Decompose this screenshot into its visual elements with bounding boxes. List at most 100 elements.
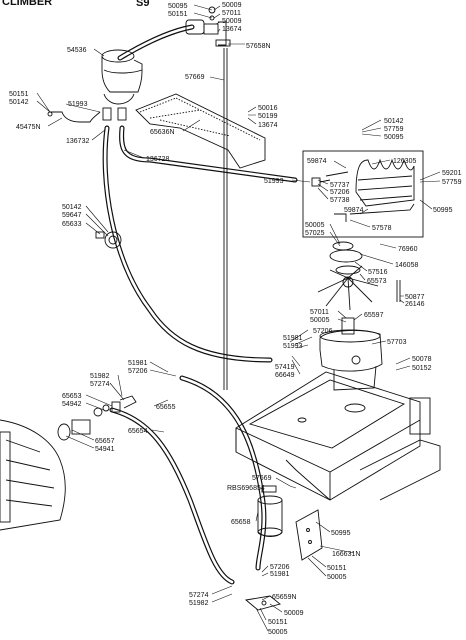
label-50009-a: 50009 [222, 2, 242, 9]
hose-65654 [109, 407, 235, 585]
hose-clamp-59647 [95, 231, 122, 249]
label-51981-c: 51981 [270, 571, 290, 578]
label-65573: 65573 [367, 278, 387, 285]
hose-136732 [102, 125, 273, 363]
label-50005-a: 50005 [305, 222, 325, 229]
label-57011-a: 57011 [222, 10, 241, 17]
label-65597: 65597 [364, 312, 384, 319]
label-66649: 66649 [275, 372, 295, 379]
hose-136728 [119, 125, 298, 183]
pump-motor-57703 [319, 317, 383, 391]
label-136728: 136728 [146, 156, 169, 163]
label-13674-b: 13674 [258, 122, 278, 129]
label-50151-c: 50151 [268, 619, 288, 626]
label-57011-b: 57011 [310, 309, 329, 316]
filter-65658 [257, 485, 283, 537]
label-57658N: 57658N [246, 43, 271, 50]
label-65654: 65654 [128, 428, 148, 435]
label-50199: 50199 [258, 113, 278, 120]
hose-65655 [179, 375, 267, 571]
bracket-166631N [295, 509, 323, 561]
label-59201: 59201 [442, 170, 462, 177]
label-50095-top: 50095 [168, 3, 188, 10]
label-146058: 146058 [395, 262, 418, 269]
label-RBS696854: RBS696854 [227, 485, 265, 492]
reservoir-tank [101, 49, 143, 121]
label-65657: 65657 [95, 438, 115, 445]
label-13674-a: 13674 [222, 26, 242, 33]
label-54942: 54942 [62, 401, 82, 408]
bracket-65659N [244, 595, 281, 611]
label-57737: 57737 [330, 182, 350, 189]
label-57274-a: 57274 [90, 381, 110, 388]
label-59647: 59647 [62, 212, 82, 219]
label-50005-d: 50005 [268, 629, 288, 636]
label-59874-b: 59874 [344, 207, 364, 214]
label-50142-r: 50142 [384, 118, 404, 125]
label-50995-a: 50995 [433, 207, 453, 214]
label-65658: 65658 [231, 519, 251, 526]
label-57759-b: 57759 [442, 179, 462, 186]
leader-lines [36, 4, 441, 632]
label-51982-a: 51982 [90, 373, 110, 380]
label-126305: 126305 [393, 158, 416, 165]
hose-top-return [117, 24, 195, 61]
label-65636N: 65636N [150, 129, 175, 136]
label-50095-r: 50095 [384, 134, 404, 141]
fan-assembly-57516 [317, 241, 379, 311]
label-65633: 65633 [62, 221, 82, 228]
label-50995-b: 50995 [331, 530, 351, 537]
label-57578: 57578 [372, 225, 392, 232]
engine-outline [0, 419, 66, 531]
label-65659N: 65659N [272, 594, 297, 601]
label-50142-l: 50142 [9, 99, 29, 106]
label-65653: 65653 [62, 393, 82, 400]
label-57206-a: 57206 [330, 189, 350, 196]
label-45475N: 45475N [16, 124, 41, 131]
label-50009-b: 50009 [222, 18, 242, 25]
label-57669-b: 57669 [252, 475, 272, 482]
label-57025: 57025 [305, 230, 325, 237]
page-number-fragment: S9 [136, 0, 149, 9]
label-51981-b: 51981 [128, 360, 148, 367]
label-50009-c: 50009 [284, 610, 304, 617]
frame-chassis [235, 371, 441, 501]
label-54536: 54536 [67, 47, 87, 54]
label-50005-c: 50005 [327, 574, 347, 581]
oil-cooler-group-76960 [302, 150, 424, 238]
label-57206-c: 57206 [128, 368, 148, 375]
label-166631N: 166631N [332, 551, 360, 558]
label-57738: 57738 [330, 197, 350, 204]
label-50005-b: 50005 [310, 317, 330, 324]
label-50016: 50016 [258, 105, 278, 112]
label-50151-l: 50151 [9, 91, 29, 98]
top-fitting-assembly [185, 6, 231, 47]
label-57274-b: 57274 [189, 592, 209, 599]
mounting-bracket-45475N [47, 111, 101, 123]
label-136732: 136732 [66, 138, 89, 145]
label-51993-a: 51993 [68, 101, 88, 108]
label-50877: 50877 [405, 294, 425, 301]
label-57419: 57419 [275, 364, 295, 371]
label-50151-top: 50151 [168, 11, 188, 18]
label-57516: 57516 [368, 269, 388, 276]
label-76960: 76960 [398, 246, 418, 253]
label-59874-a: 59874 [307, 158, 327, 165]
label-51981-a: 51981 [283, 335, 303, 342]
diagram-title-fragment: CLIMBER [2, 0, 52, 8]
label-57703: 57703 [387, 339, 407, 346]
vertical-rod-57669 [223, 48, 228, 390]
label-50142-m: 50142 [62, 204, 82, 211]
label-57206-d: 57206 [270, 564, 290, 571]
label-51993-c: 51993 [283, 343, 303, 350]
part-labels: 50095 50151 50009 57011 50009 13674 5765… [9, 2, 462, 636]
label-50078: 50078 [412, 356, 432, 363]
label-26146: 26146 [405, 301, 425, 308]
label-50152: 50152 [412, 365, 432, 372]
heat-shield-65636N [135, 93, 266, 169]
label-65655: 65655 [156, 404, 176, 411]
label-54941: 54941 [95, 446, 115, 453]
oil-cooler-coil-126305 [355, 158, 415, 207]
label-51993-b: 51993 [264, 178, 284, 185]
